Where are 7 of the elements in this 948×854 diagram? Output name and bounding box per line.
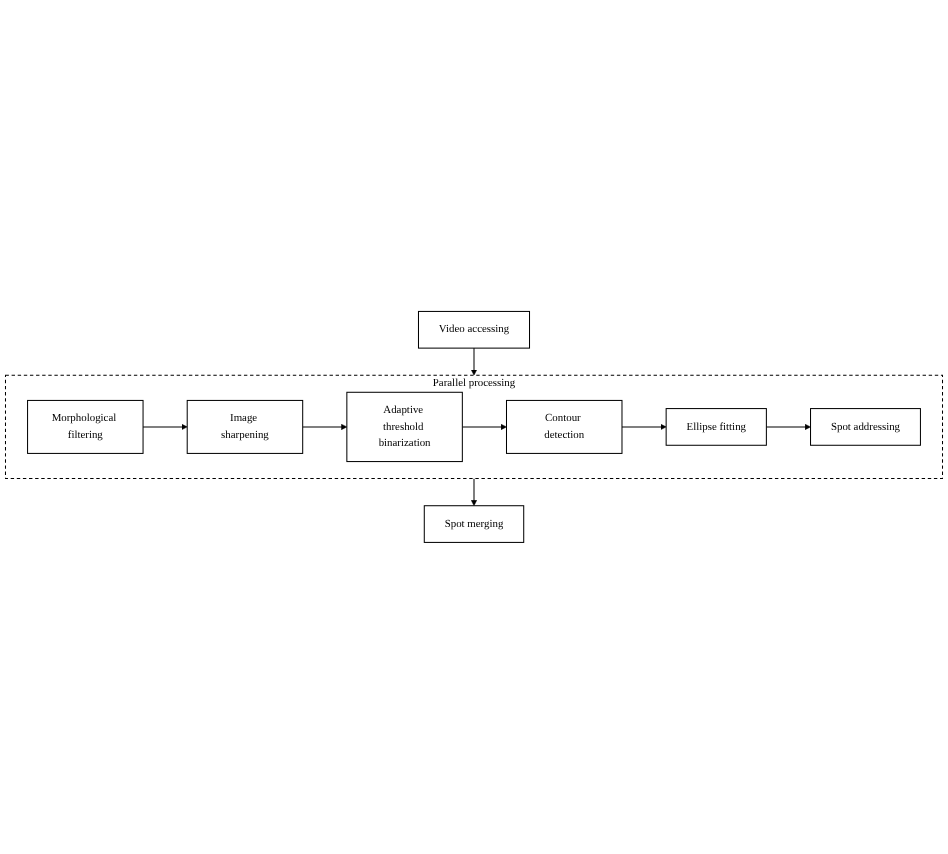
- arrow: [461, 424, 507, 430]
- arrow: [471, 478, 477, 507]
- arrow: [471, 347, 477, 376]
- arrow: [142, 424, 188, 430]
- arrow: [765, 424, 811, 430]
- arrow: [621, 424, 667, 430]
- arrow: [302, 424, 348, 430]
